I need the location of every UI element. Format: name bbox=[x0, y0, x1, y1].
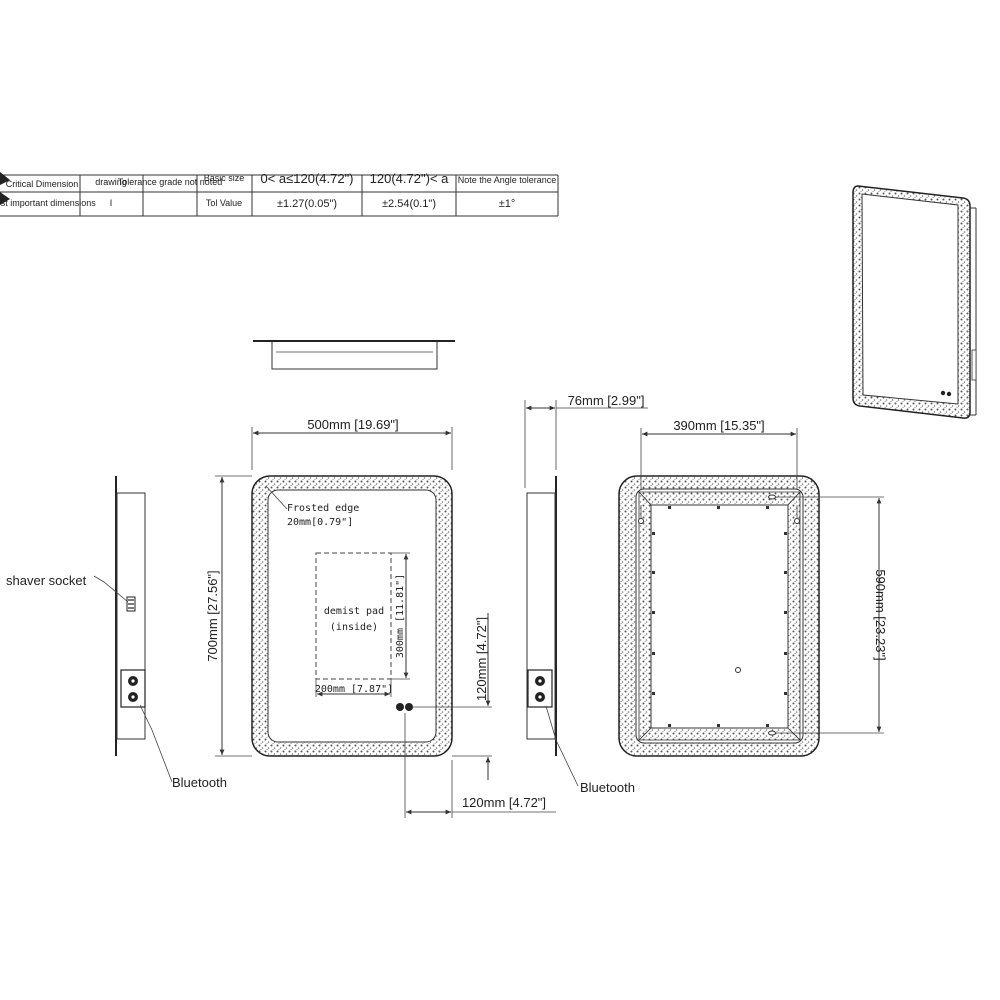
back-view bbox=[618, 475, 820, 757]
table-cell: 120(4.72")< a bbox=[370, 171, 449, 186]
dimension-back-height: 590mm [23.23"] bbox=[873, 569, 888, 660]
mounting-hook-icon bbox=[794, 518, 800, 524]
table-cell: Note the Angle tolerance bbox=[458, 175, 557, 185]
table-cell: Tol Value bbox=[206, 198, 242, 208]
top-view bbox=[253, 340, 455, 370]
perspective-view bbox=[852, 185, 977, 419]
table-cell: ±1° bbox=[499, 198, 516, 210]
table-cell: Critical Dimension bbox=[6, 179, 79, 189]
bluetooth-offset-vertical: 120mm [4.72"] bbox=[474, 617, 489, 701]
table-cell: drawing bbox=[95, 177, 127, 187]
mounting-hole-icon bbox=[768, 730, 776, 736]
demist-pad-label: demist pad bbox=[324, 606, 384, 617]
table-cell: I bbox=[110, 198, 113, 208]
shaver-socket-label: shaver socket bbox=[6, 573, 87, 588]
row-arrow-icon bbox=[0, 172, 10, 185]
left-side-view bbox=[93, 476, 173, 783]
dimension-height: 700mm [27.56"] bbox=[205, 570, 220, 661]
frosted-edge-label: Frosted edge bbox=[287, 503, 359, 514]
bluetooth-offset-horizontal: 120mm [4.72"] bbox=[462, 795, 546, 810]
bluetooth-icon bbox=[940, 390, 946, 396]
bluetooth-icon bbox=[405, 703, 413, 711]
table-cell: 0< a≤120(4.72") bbox=[260, 171, 353, 186]
dimension-width: 500mm [19.69"] bbox=[307, 417, 398, 432]
frosted-edge-size: 20mm[0.79"] bbox=[287, 517, 353, 528]
row-arrow-icon bbox=[0, 192, 10, 205]
bluetooth-icon bbox=[396, 703, 404, 711]
cable-outlet-icon bbox=[735, 667, 741, 673]
bluetooth-icon bbox=[946, 391, 952, 397]
demist-width: 200mm [7.87"] bbox=[315, 684, 393, 695]
table-cell: Basic size bbox=[204, 173, 245, 183]
right-side-view bbox=[526, 476, 579, 787]
mounting-hole-icon bbox=[768, 494, 776, 500]
bluetooth-label: Bluetooth bbox=[580, 780, 635, 795]
demist-height: 300mm [11.81"] bbox=[395, 574, 406, 658]
table-cell: ±2.54(0.1") bbox=[382, 198, 436, 210]
dimension-back-width: 390mm [15.35"] bbox=[673, 418, 764, 433]
dimension-depth: 76mm [2.99"] bbox=[568, 393, 645, 408]
demist-pad-label: (inside) bbox=[330, 622, 378, 633]
table-cell: Tolerance grade not noted bbox=[118, 177, 223, 187]
tolerance-table: Critical Dimension drawing Tolerance gra… bbox=[0, 171, 559, 217]
bluetooth-label: Bluetooth bbox=[172, 775, 227, 790]
table-cell: Most important dimensions bbox=[0, 198, 96, 208]
table-cell: ±1.27(0.05") bbox=[277, 198, 337, 210]
mounting-hook-icon bbox=[638, 518, 644, 524]
